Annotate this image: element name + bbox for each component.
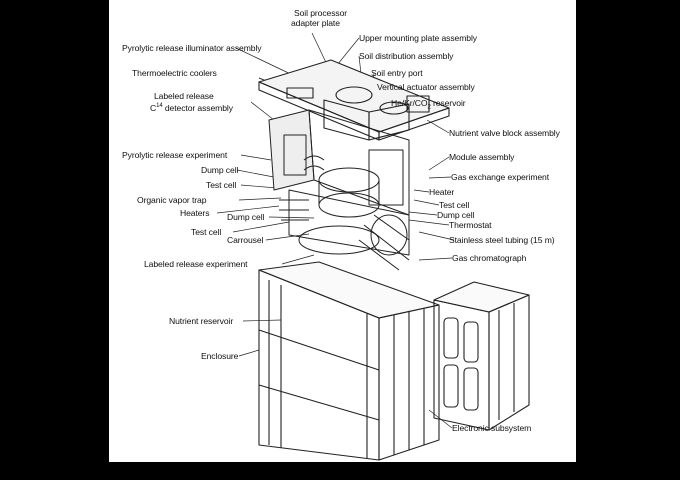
label-c14-text: C	[150, 102, 157, 113]
label-reservoir: He/Kr/CO2 reservoir	[391, 98, 466, 113]
label-carrousel: Carrousel	[227, 235, 264, 245]
label-dump-cell-1: Dump cell	[201, 165, 239, 175]
label-vertical-actuator: Vertical actuator assembly	[377, 82, 475, 92]
diagram-panel: Soil processor adapter plate Upper mount…	[109, 0, 576, 462]
label-organic-vapor: Organic vapor trap	[137, 195, 207, 205]
label-reservoir-suffix: reservoir	[430, 98, 466, 108]
label-c14-detector: C14 detector assembly	[150, 101, 233, 113]
label-module-assembly: Module assembly	[449, 152, 515, 162]
label-electronic-subsystem: Electronic subsystem	[452, 423, 532, 433]
label-soil-processor-line2: adapter plate	[291, 18, 340, 28]
label-stainless-tubing: Stainless steel tubing (15 m)	[449, 235, 555, 245]
label-test-cell-right: Test cell	[439, 200, 470, 210]
label-test-cell-1: Test cell	[206, 180, 237, 190]
label-labeled-release: Labeled release	[154, 91, 214, 101]
label-heaters: Heaters	[180, 208, 210, 218]
label-soil-entry-port: Soil entry port	[371, 68, 423, 78]
label-reservoir-text: He/Kr/CO	[391, 98, 428, 108]
label-nutrient-reservoir: Nutrient reservoir	[169, 316, 234, 326]
instrument-illustration	[216, 32, 530, 461]
label-soil-processor-line1: Soil processor	[294, 8, 348, 18]
label-dump-cell-right: Dump cell	[437, 210, 475, 220]
upper-mounting-plate	[258, 59, 450, 141]
label-lr-experiment: Labeled release experiment	[144, 259, 248, 269]
label-thermostat: Thermostat	[449, 220, 492, 230]
label-upper-mounting-plate: Upper mounting plate assembly	[359, 33, 477, 43]
label-gas-exchange: Gas exchange experiment	[451, 172, 550, 182]
enclosure-box	[258, 261, 440, 461]
label-c14-suffix: detector assembly	[162, 102, 233, 113]
module-body	[268, 109, 410, 271]
label-dump-cell-2: Dump cell	[227, 212, 265, 222]
label-c14-superscript: 14	[156, 103, 163, 109]
label-pr-illuminator: Pyrolytic release illuminator assembly	[122, 43, 262, 53]
label-test-cell-2: Test cell	[191, 227, 222, 237]
label-enclosure: Enclosure	[201, 351, 239, 361]
label-soil-distribution: Soil distribution assembly	[359, 51, 454, 61]
label-heater: Heater	[429, 187, 455, 197]
label-gas-chromatograph: Gas chromatograph	[452, 253, 527, 263]
label-pr-experiment: Pyrolytic release experiment	[122, 150, 228, 160]
electronic-subsystem-box	[433, 281, 530, 431]
label-nutrient-valve-block: Nutrient valve block assembly	[449, 128, 560, 138]
label-thermoelectric: Thermoelectric coolers	[132, 68, 217, 78]
label-reservoir-subscript: 2	[427, 104, 431, 111]
